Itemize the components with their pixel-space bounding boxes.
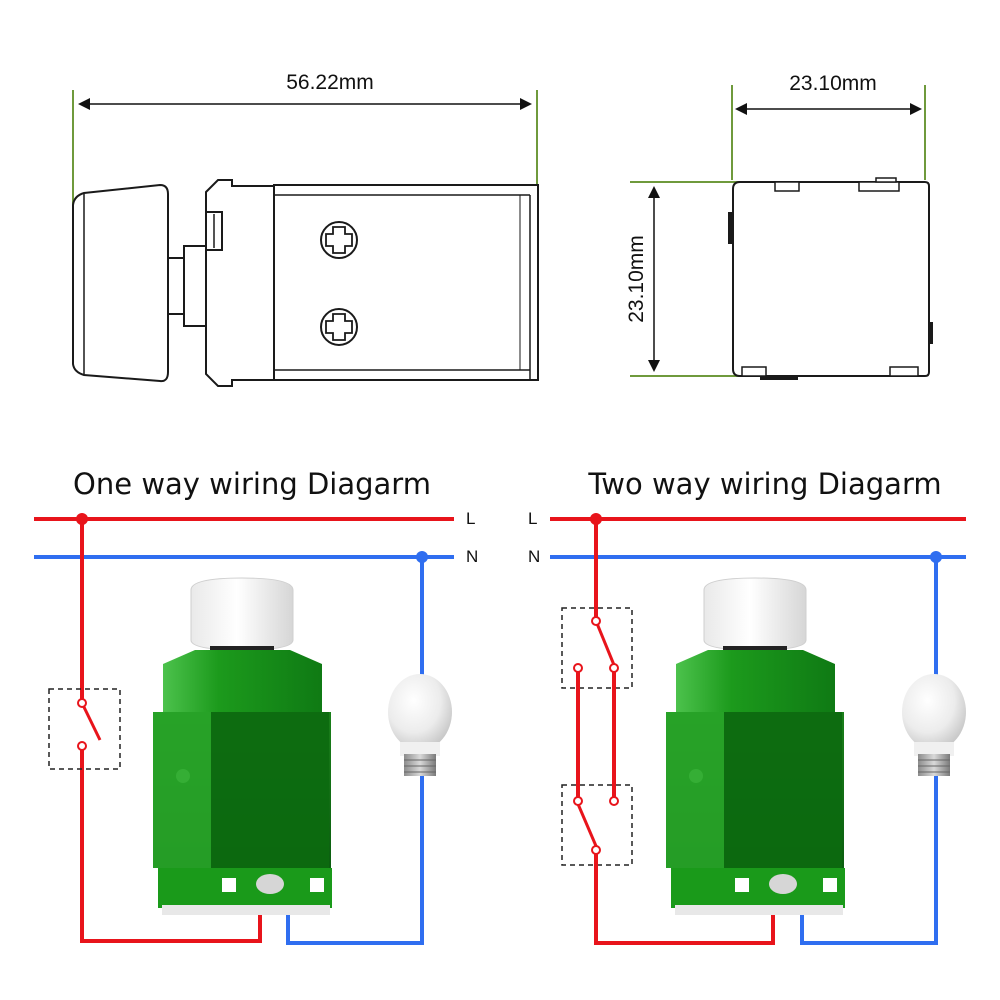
light-bulb-icon bbox=[902, 674, 966, 776]
dimmer-module bbox=[666, 577, 845, 915]
light-bulb-icon bbox=[388, 674, 452, 776]
side-view-drawing: 56.22mm bbox=[72, 71, 539, 387]
live-wire-label: L bbox=[528, 509, 537, 528]
mounting-bracket bbox=[205, 179, 275, 387]
knob-outline bbox=[72, 183, 169, 383]
neutral-wire-label: N bbox=[466, 547, 478, 566]
neutral-wire-label: N bbox=[528, 547, 540, 566]
one-way-title: One way wiring Diagarm bbox=[73, 467, 431, 501]
switch-icon bbox=[561, 607, 633, 689]
side-width-dimension-label: 23.10mm bbox=[789, 72, 877, 95]
switch-icon bbox=[48, 688, 121, 770]
shaft bbox=[167, 257, 185, 315]
side-height-dimension-label: 23.10mm bbox=[625, 235, 648, 323]
module-body-side bbox=[273, 184, 539, 381]
screw-icon bbox=[320, 221, 358, 259]
screw-icon bbox=[320, 308, 358, 346]
rear-view-drawing: 23.10mm 23.10mm bbox=[625, 72, 933, 380]
one-way-wiring-diagram: One way wiring Diagarm L N bbox=[34, 467, 478, 945]
live-wire-label: L bbox=[466, 509, 475, 528]
dimmer-module bbox=[153, 577, 332, 915]
two-way-wiring-diagram: Two way wiring Diagarm L N bbox=[528, 467, 966, 945]
two-way-title: Two way wiring Diagarm bbox=[587, 467, 941, 501]
module-body-rear bbox=[732, 181, 930, 377]
width-dimension-label: 56.22mm bbox=[286, 71, 374, 94]
switch-icon bbox=[561, 784, 633, 866]
